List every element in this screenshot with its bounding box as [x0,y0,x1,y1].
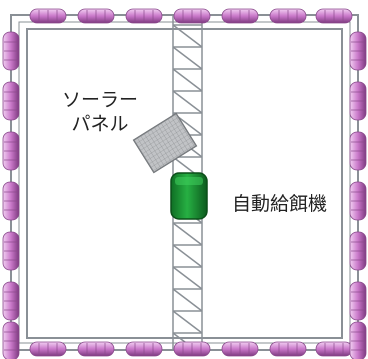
float [315,8,353,24]
walkway-brace [172,222,203,246]
float [2,321,20,359]
walkway-brace [172,68,203,92]
walkway-brace [172,46,203,70]
walkway-brace [172,24,203,48]
float [221,8,259,24]
float [269,8,307,24]
float [125,8,163,24]
solar-panel-label: ソーラー パネル [62,88,138,137]
float [77,341,115,357]
solar-panel-label-line1: ソーラー [62,89,139,111]
float [349,181,367,221]
walkway-brace [172,266,203,290]
float [349,31,367,71]
walkway-brace [172,288,203,312]
auto-feeder [170,172,208,220]
float [2,131,20,171]
walkway-brace [172,90,203,114]
solar-panel-label-line2: パネル [71,113,129,136]
float [29,341,67,357]
float [349,231,367,271]
float [77,8,115,24]
solar-panel [132,112,198,174]
float [2,231,20,271]
float [349,81,367,121]
float [269,341,307,357]
float [2,181,20,221]
float [315,341,353,357]
float [349,131,367,171]
floats-left [2,31,20,359]
auto-feeder-label: 自動給餌機 [232,193,328,215]
floats-right [349,31,367,359]
float [221,341,259,357]
float [125,341,163,357]
walkway-brace [172,244,203,268]
floats-bottom [29,341,353,357]
walkway-brace [172,310,203,334]
float [349,281,367,321]
float [2,31,20,71]
float [2,81,20,121]
floats-top [29,8,353,24]
float [349,321,367,359]
float [29,8,67,24]
float [173,341,211,357]
float [173,8,211,24]
float [2,281,20,321]
